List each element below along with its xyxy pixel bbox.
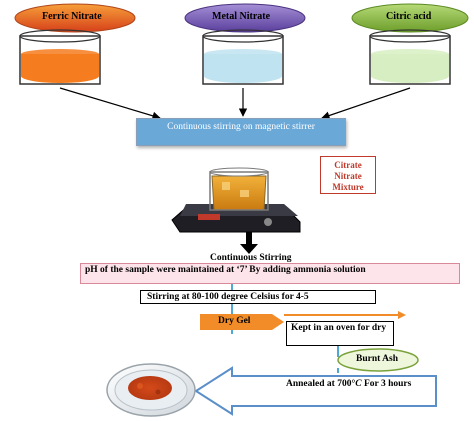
stirring-step-box: Continuous stirring on magnetic stirrer — [136, 118, 346, 146]
oven-step-box: Kept in an oven for dry — [286, 321, 394, 346]
annealed-arrow-shape — [194, 366, 437, 416]
cap-ferric-nitrate — [14, 3, 136, 33]
product-powder-dish — [106, 363, 196, 417]
arrow-mixture-down — [240, 232, 258, 254]
arrow-ferric-to-stirring — [59, 87, 161, 120]
stirring-temp-text: Stirring at 80-100 degree Celsius for 4-… — [147, 292, 309, 302]
ph-step-text: pH of the sample were maintained at ‘7’ … — [85, 265, 366, 275]
continuous-stirring-label: Continuous Stirring — [210, 253, 292, 263]
dry-gel-arrow-shape — [200, 314, 284, 330]
liquid-ferric-nitrate — [21, 54, 99, 83]
burnt-ash-shape — [337, 348, 419, 372]
reagent-label-citric-acid: Citric acid — [386, 11, 432, 22]
liquid-metal-nitrate — [204, 54, 282, 83]
reagent-label-metal-nitrate: Metal Nitrate — [212, 11, 271, 22]
beaker-metal-nitrate — [184, 3, 306, 85]
beaker-citric-acid — [351, 3, 469, 85]
beaker-ferric-nitrate — [14, 3, 136, 85]
citrate-mixture-text: Citrate Nitrate Mixture — [332, 160, 364, 192]
stirring-step-text: Continuous stirring on magnetic stirrer — [167, 122, 315, 132]
citrate-mixture-box: Citrate Nitrate Mixture — [320, 156, 376, 194]
arrow-citric-to-stirring — [321, 87, 411, 120]
stirring-temp-box: Stirring at 80-100 degree Celsius for 4-… — [140, 290, 376, 304]
oven-step-text: Kept in an oven for dry — [291, 323, 387, 333]
annealed-prefix: Annealed at 700° — [286, 379, 356, 389]
annealed-suffix: For 3 hours — [361, 379, 412, 389]
annealed-step-text: Annealed at 700°C For 3 hours — [286, 378, 434, 391]
dry-gel-long-arrow-head — [398, 311, 406, 319]
ph-step-box: pH of the sample were maintained at ‘7’ … — [80, 263, 460, 284]
reagent-label-ferric-nitrate: Ferric Nitrate — [42, 11, 102, 22]
liquid-citric-acid — [371, 54, 449, 83]
magnetic-stirrer-image — [171, 167, 301, 233]
cap-metal-nitrate — [184, 3, 306, 33]
burnt-ash-label: Burnt Ash — [356, 354, 398, 364]
annealed-unit: C — [355, 379, 362, 389]
cap-citric-acid — [351, 3, 469, 33]
dry-gel-label: Dry Gel — [218, 316, 251, 326]
